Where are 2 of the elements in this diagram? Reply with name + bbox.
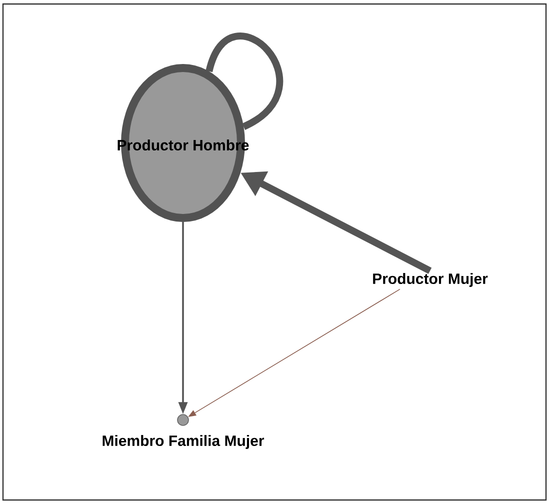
node-label: Miembro Familia Mujer <box>102 435 264 449</box>
node-label: Productor Mujer <box>373 273 488 287</box>
